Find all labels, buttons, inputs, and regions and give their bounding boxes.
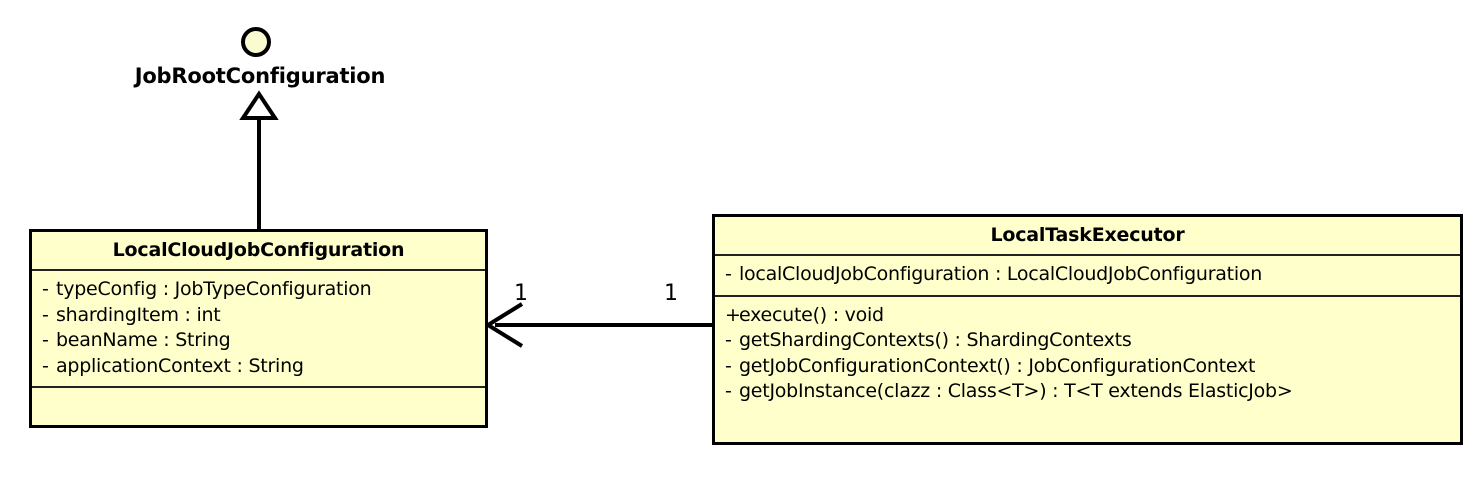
class-title: LocalCloudJobConfiguration <box>112 239 405 261</box>
attribute-row: -localCloudJobConfiguration : LocalCloud… <box>725 262 1450 288</box>
attribute-text: beanName : String <box>56 329 231 351</box>
attribute-row: -applicationContext : String <box>42 354 475 380</box>
attributes-compartment: -localCloudJobConfiguration : LocalCloud… <box>715 254 1460 295</box>
class-node-local-task-executor[interactable]: LocalTaskExecutor -localCloudJobConfigur… <box>712 214 1463 445</box>
visibility-marker: - <box>42 303 49 326</box>
visibility-marker: - <box>42 354 49 377</box>
class-node-local-cloud-job-configuration[interactable]: LocalCloudJobConfiguration -typeConfig :… <box>29 229 488 428</box>
operation-text: execute() : void <box>739 303 884 326</box>
operation-text: getJobConfigurationContext() : JobConfig… <box>739 354 1256 377</box>
attributes-compartment: -typeConfig : JobTypeConfiguration -shar… <box>32 269 485 386</box>
operation-row: +execute() : void <box>725 303 1450 329</box>
attribute-text: applicationContext : String <box>56 354 304 377</box>
operation-text: getShardingContexts() : ShardingContexts <box>739 329 1132 351</box>
class-title: LocalTaskExecutor <box>990 224 1185 246</box>
attribute-row: -typeConfig : JobTypeConfiguration <box>42 277 475 303</box>
operations-compartment-empty <box>32 386 485 406</box>
operation-row: -getJobConfigurationContext() : JobConfi… <box>725 354 1450 380</box>
operation-row: -getShardingContexts() : ShardingContext… <box>725 328 1450 354</box>
visibility-marker: + <box>725 303 741 326</box>
visibility-marker: - <box>725 354 732 377</box>
multiplicity-label-source: 1 <box>664 281 678 306</box>
visibility-marker: - <box>725 263 732 285</box>
attribute-text: localCloudJobConfiguration : LocalCloudJ… <box>739 263 1263 285</box>
interface-circle-icon <box>241 27 271 57</box>
attribute-row: -shardingItem : int <box>42 303 475 329</box>
visibility-marker: - <box>725 380 732 402</box>
association-connector <box>484 302 712 348</box>
attribute-text: typeConfig : JobTypeConfiguration <box>56 278 372 300</box>
interface-label: JobRootConfiguration <box>134 64 386 88</box>
hollow-triangle-arrowhead-icon <box>239 90 279 120</box>
attribute-text: shardingItem : int <box>56 303 221 326</box>
generalization-connector <box>239 90 279 229</box>
operations-compartment: +execute() : void -getShardingContexts()… <box>715 294 1460 412</box>
visibility-marker: - <box>42 278 49 300</box>
open-arrowhead-icon <box>484 302 524 348</box>
multiplicity-label-target: 1 <box>514 281 528 306</box>
operation-row: -getJobInstance(clazz : Class<T>) : T<T … <box>725 379 1450 405</box>
attribute-row: -beanName : String <box>42 328 475 354</box>
operation-text: getJobInstance(clazz : Class<T>) : T<T e… <box>739 380 1293 402</box>
visibility-marker: - <box>42 329 49 351</box>
visibility-marker: - <box>725 329 732 351</box>
